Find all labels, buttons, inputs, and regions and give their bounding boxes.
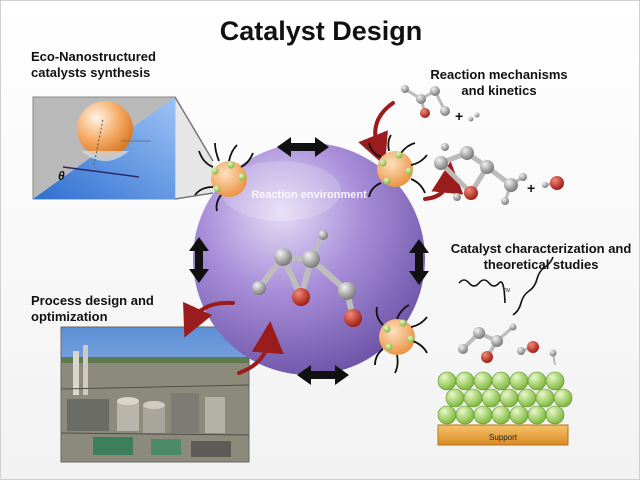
arrow-top	[277, 137, 329, 157]
surface-atom	[527, 405, 547, 425]
svg-text:+: +	[455, 108, 463, 124]
label-reaction-mechanisms: Reaction mechanisms and kinetics	[430, 67, 568, 98]
svg-text:+: +	[527, 180, 535, 196]
curved-arrows	[183, 101, 464, 375]
central-molecule	[252, 230, 362, 327]
nanoparticle-bottom-right	[374, 304, 428, 374]
surface-atom	[509, 371, 529, 391]
label-support: Support	[488, 433, 518, 442]
cycle-arrows	[189, 137, 429, 385]
surface-atom	[437, 405, 457, 425]
surface-atoms	[437, 371, 573, 425]
reactant-molecule: +	[401, 85, 480, 124]
surface-atom	[553, 388, 573, 408]
surface-atom	[499, 388, 519, 408]
nanoparticle-top-right	[368, 134, 428, 198]
process-plant-photo	[60, 326, 250, 463]
label-theta: θ	[58, 169, 65, 183]
surface-atom	[463, 388, 483, 408]
label-eco-synthesis: Eco-Nanostructured catalysts synthesis	[31, 49, 156, 80]
surface-atom	[527, 371, 547, 391]
catalyst-particle-sphere	[77, 101, 133, 157]
arrow-right	[409, 239, 429, 285]
curved-arrow-reaction-in	[358, 101, 395, 166]
surface-atom	[535, 388, 555, 408]
nanoparticle-left	[194, 142, 254, 212]
synthesis-inset	[32, 96, 214, 200]
surface-atom	[437, 371, 457, 391]
surface-atom	[455, 405, 475, 425]
support-slab	[437, 424, 569, 446]
label-process-design: Process design and optimization	[31, 293, 154, 324]
curved-arrow-process-out	[237, 321, 284, 375]
surface-atom	[509, 405, 529, 425]
surface-atom	[481, 388, 501, 408]
arrow-bottom	[297, 365, 349, 385]
incident-wave	[458, 279, 506, 304]
surface-atom	[491, 371, 511, 391]
catalyst-surface	[437, 371, 573, 446]
product-molecule: +	[434, 143, 564, 205]
surface-atom	[455, 371, 475, 391]
surface-atom	[473, 405, 493, 425]
curved-arrow-reaction-out	[423, 161, 464, 201]
surface-atom	[517, 388, 537, 408]
arrow-left	[189, 237, 209, 283]
label-hv: hv	[503, 287, 511, 294]
surface-atom	[445, 388, 465, 408]
diagram-title: Catalyst Design	[219, 16, 423, 46]
label-reaction-environment: Reaction environment	[251, 189, 367, 201]
label-characterization: Catalyst characterization and theoretica…	[450, 241, 632, 272]
surface-atom	[491, 405, 511, 425]
surface-atom	[545, 405, 565, 425]
curved-arrow-process-in	[183, 300, 235, 338]
scattered-wave	[512, 256, 554, 316]
adsorbed-molecule	[458, 323, 557, 366]
surface-atom	[545, 371, 565, 391]
surface-atom	[473, 371, 493, 391]
characterization-waves	[458, 256, 554, 316]
